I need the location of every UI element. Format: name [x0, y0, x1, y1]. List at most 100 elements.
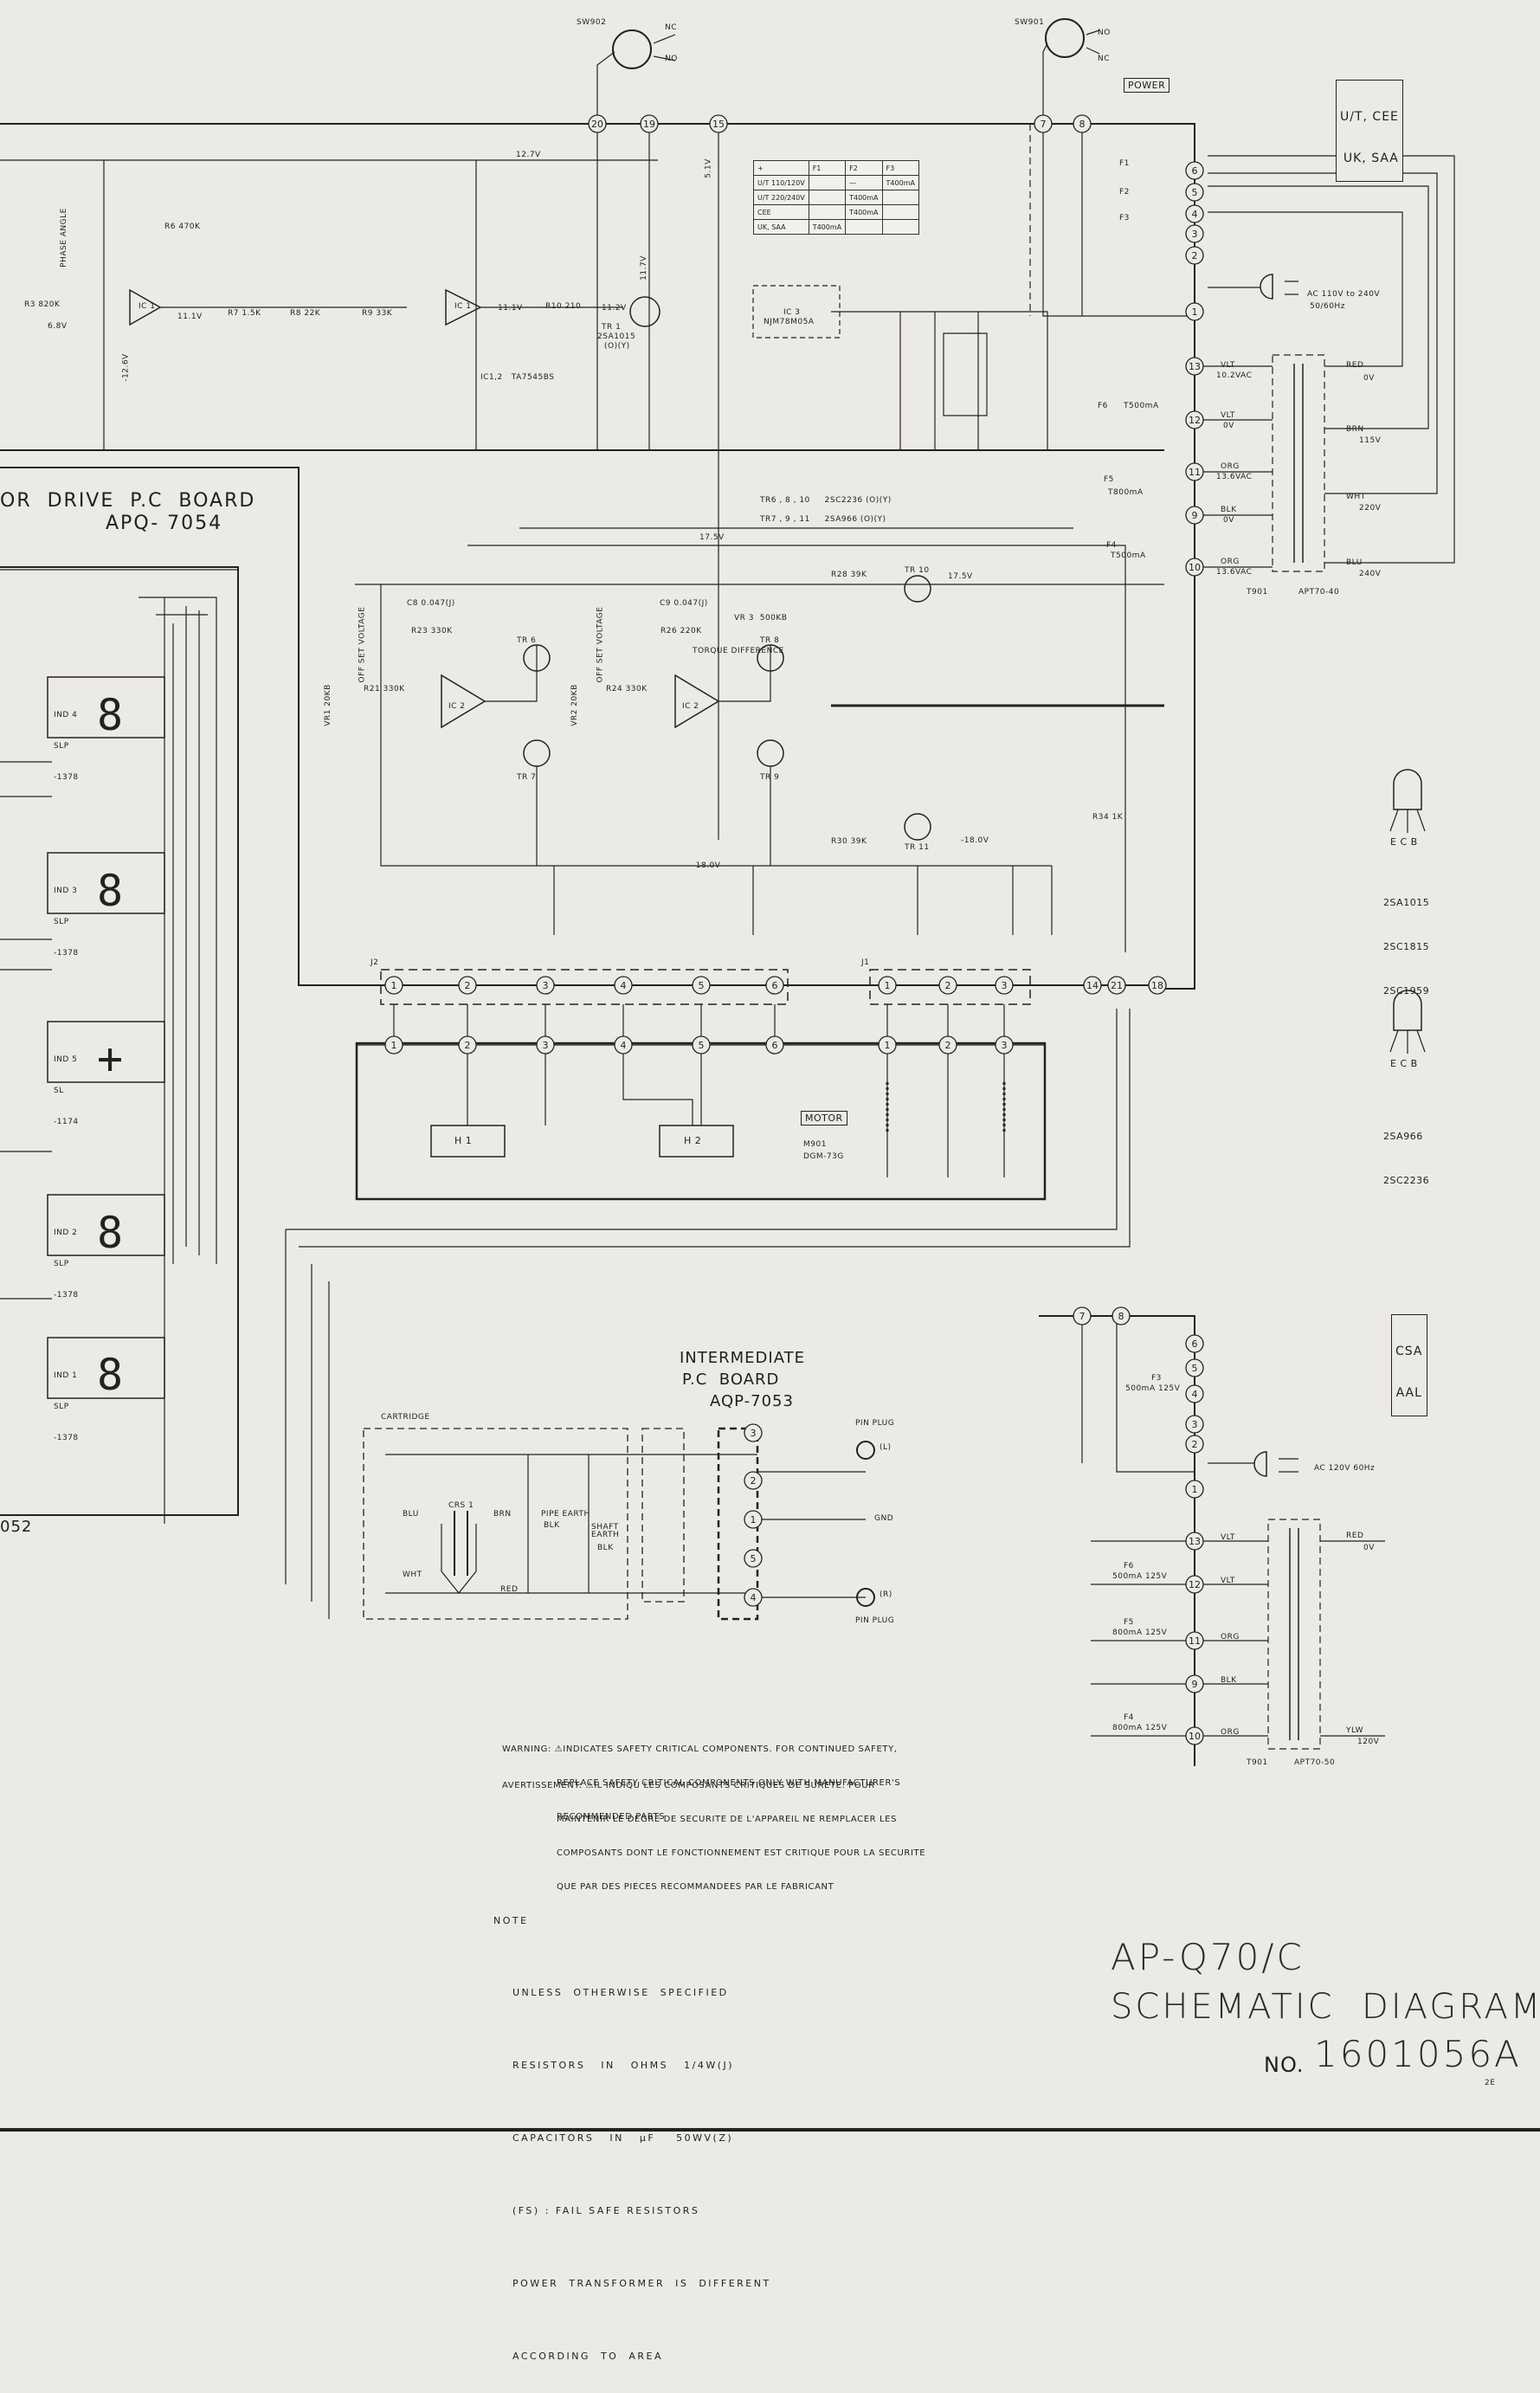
motor-pin-7-circle [938, 1035, 957, 1055]
label-r8: R8 22K [290, 309, 321, 318]
ind5-name: IND 5 [54, 1055, 78, 1064]
label-f3b-val: 500mA 125V [1125, 1384, 1181, 1393]
motor-pin-5-number: 6 [772, 1040, 778, 1051]
lower-right-pin-5-number: 5 [1192, 1363, 1198, 1374]
j1-pin-2-circle [938, 976, 957, 995]
j2-pin-4-circle [614, 976, 633, 995]
label-tr7: TR 7 [517, 773, 537, 782]
label-11v1: 11.1V [177, 313, 203, 321]
top-pin-20-circle [588, 114, 607, 133]
label-tr1-grade: (O)(Y) [604, 342, 630, 351]
right-pin-9-circle [1185, 506, 1204, 525]
label-r7: R7 1.5K [228, 309, 261, 318]
note-line-3: CAPACITORS IN μF 50WV(Z) [512, 2132, 734, 2144]
motor-pin-6-circle [878, 1035, 897, 1055]
area-box-bottom: CSA AAL [1391, 1314, 1427, 1416]
intermediate-board-sub: P.C BOARD [682, 1371, 780, 1389]
label-crs1: CRS 1 [448, 1501, 474, 1510]
label-ic1-2: IC1,2 TA7545BS [480, 373, 555, 382]
label-tr9: TR 9 [760, 773, 780, 782]
label-pin-plug-r: PIN PLUG [855, 1616, 895, 1625]
sw902-label: SW902 [577, 18, 607, 27]
j2-pin-1-number: 1 [391, 980, 397, 991]
label-torque: TORQUE DIFFERENCE [693, 647, 784, 655]
label-m18v: -18.0V [693, 861, 721, 870]
j2-pin-5-circle [692, 976, 711, 995]
wire-brn: BRN [1346, 425, 1364, 434]
fuse-cell: U/T 110/120V [753, 175, 809, 190]
label-11v1-b: 11.1V [498, 304, 523, 313]
fuse-cell [808, 190, 847, 205]
label-f5-val: T800mA [1108, 488, 1144, 497]
ind5-part: -1174 [54, 1118, 79, 1126]
motor-drive-board-title: OR DRIVE P.C BOARD [0, 490, 256, 512]
j1-pin-1-circle [878, 976, 897, 995]
lower-right-pin-10-circle [1185, 1726, 1204, 1745]
fuse-cell: T400mA [845, 204, 883, 220]
label-5v1: 5.1V [704, 158, 713, 178]
warning-en-line-2: REPLACE SAFETY CRITICAL COMPONENTS ONLY … [557, 1778, 901, 1788]
label-h2: H 2 [684, 1135, 702, 1146]
motor-pin-8-circle [995, 1035, 1014, 1055]
ind2-digit: 8 [97, 1208, 123, 1258]
transistor-a-2: 2SC1815 [1383, 941, 1430, 952]
label-r23: R23 330K [411, 627, 453, 635]
wire-red-cart: RED [500, 1585, 519, 1594]
right-pin-1-number: 1 [1192, 306, 1198, 318]
label-shaft-earth: SHAFT EARTH [591, 1523, 620, 1539]
lower-right-pin-4-circle [1185, 1384, 1204, 1403]
ind4-label: IND 4 SLP -1378 [54, 689, 79, 793]
lower-right-pin-13-number: 13 [1189, 1536, 1201, 1547]
motor-pin-7-number: 2 [945, 1040, 951, 1051]
label-f5: F5 [1104, 475, 1114, 484]
note-line-6: ACCORDING TO AREA [512, 2351, 663, 2362]
wire-220v: 220V [1359, 504, 1382, 513]
transistor-a-3: 2SC1959 [1383, 985, 1430, 997]
motor-pin-1-number: 2 [465, 1040, 471, 1051]
transistor-a-1: 2SA1015 [1383, 897, 1430, 908]
label-m12v6: -12.6V [121, 353, 131, 382]
right-pin-5-number: 5 [1192, 187, 1198, 198]
warning-fr-line-4: QUE PAR DES PIECES RECOMMANDEES PAR LE F… [557, 1882, 834, 1892]
transistor-b-1: 2SA966 [1383, 1131, 1423, 1142]
label-tr10: TR 10 [905, 566, 930, 575]
label-cartridge: CARTRIDGE [381, 1413, 430, 1422]
top-pin-15-circle [709, 114, 728, 133]
motor-pin-1-circle [458, 1035, 477, 1055]
lower-right-pin-10-number: 10 [1189, 1731, 1201, 1742]
wire-blk-cart: BLK [544, 1521, 560, 1530]
ind3-digit: 8 [97, 866, 123, 916]
wire-vlt-d: VLT [1221, 1577, 1235, 1585]
wire-vlt-c: VLT [1221, 1533, 1235, 1542]
sw901-label: SW901 [1015, 18, 1045, 27]
right-pin-6-number: 6 [1192, 165, 1198, 177]
transistor-list-a: 2SA1015 2SC1815 2SC1959 [1383, 866, 1429, 1013]
intermediate-pin-1-circle [744, 1510, 763, 1529]
fuse-table-row: U/T 110/120V — T400mA [753, 175, 919, 190]
diagram-title: SCHEMATIC DIAGRAM [1111, 1987, 1540, 2027]
transistor-list-b: 2SA966 2SC2236 [1383, 1100, 1429, 1203]
top-pin-7-circle [1034, 114, 1053, 133]
ind5-digit: + [97, 1034, 123, 1084]
motor-pin-2-number: 3 [543, 1040, 549, 1051]
label-f5b: F5 [1124, 1618, 1134, 1627]
fuse-header-cell: F2 [845, 160, 883, 176]
bottom-pin-21-circle [1107, 976, 1126, 995]
intermediate-pin-4-number: 4 [751, 1592, 757, 1603]
label-h1: H 1 [454, 1135, 473, 1146]
right-pin-10-number: 10 [1189, 562, 1201, 573]
right-pin-5-circle [1185, 183, 1204, 202]
wire-0v-d: 0V [1363, 1544, 1375, 1552]
bottom-pin-14-number: 14 [1086, 980, 1099, 991]
fuse-cell [808, 204, 847, 220]
ind2-type: SLP [54, 1260, 69, 1268]
motor-drive-board-number: APQ- 7054 [106, 513, 223, 534]
fuse-header-cell: + [753, 160, 809, 176]
lower-pin-8-number: 8 [1118, 1311, 1124, 1322]
label-vr1: VR1 20KB [323, 684, 332, 726]
power-label: POWER [1124, 78, 1170, 93]
motor-pin-4-number: 5 [699, 1040, 705, 1051]
warning-fr-line-2: MAINTENIR LE DEGRE DE SECURITE DE L'APPA… [557, 1815, 898, 1824]
label-6v8: 6.8V [48, 322, 68, 331]
note-heading: NOTE [493, 1915, 529, 1926]
